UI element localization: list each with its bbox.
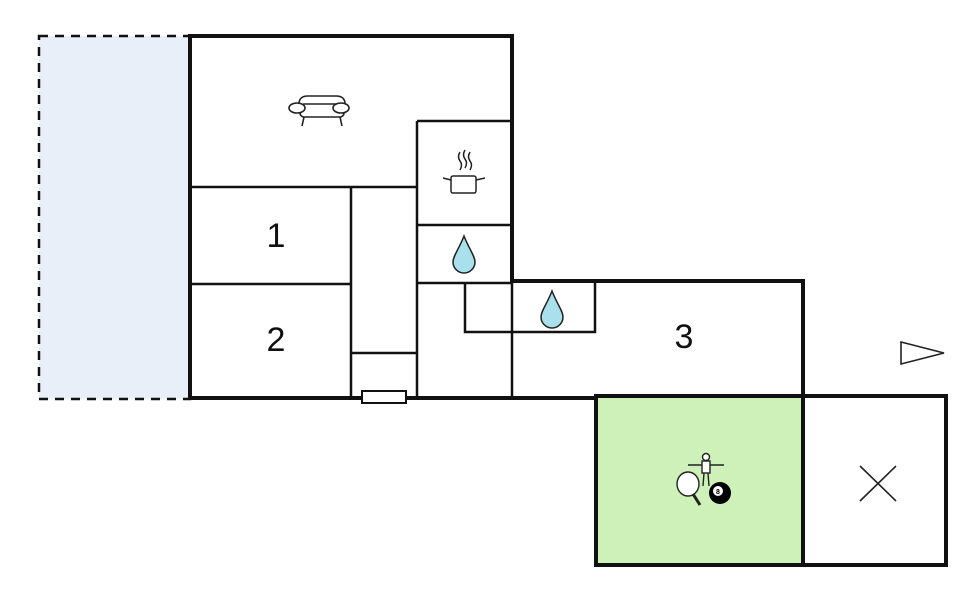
bedroom-2-label: 2 [267, 321, 286, 359]
water-drop-icon [540, 288, 564, 329]
terrace-area [37, 34, 192, 401]
entrance-door [361, 390, 407, 404]
bathroom-2-outline [463, 283, 597, 334]
direction-arrow-icon [900, 340, 945, 366]
cooking-pot-icon [442, 149, 486, 194]
table-football-icon [688, 452, 724, 487]
billiard-ball-number: 8 [716, 489, 720, 496]
bedroom-3-label: 3 [675, 318, 694, 356]
sofa-icon [288, 95, 350, 127]
table-tennis-icon [676, 471, 702, 506]
billiard-ball-icon: 8 [709, 482, 731, 504]
bedroom-1-label: 1 [267, 217, 286, 255]
cross-icon [859, 465, 897, 502]
outer-wall [188, 34, 948, 567]
activity-room [596, 396, 803, 565]
water-drop-icon [452, 233, 476, 274]
